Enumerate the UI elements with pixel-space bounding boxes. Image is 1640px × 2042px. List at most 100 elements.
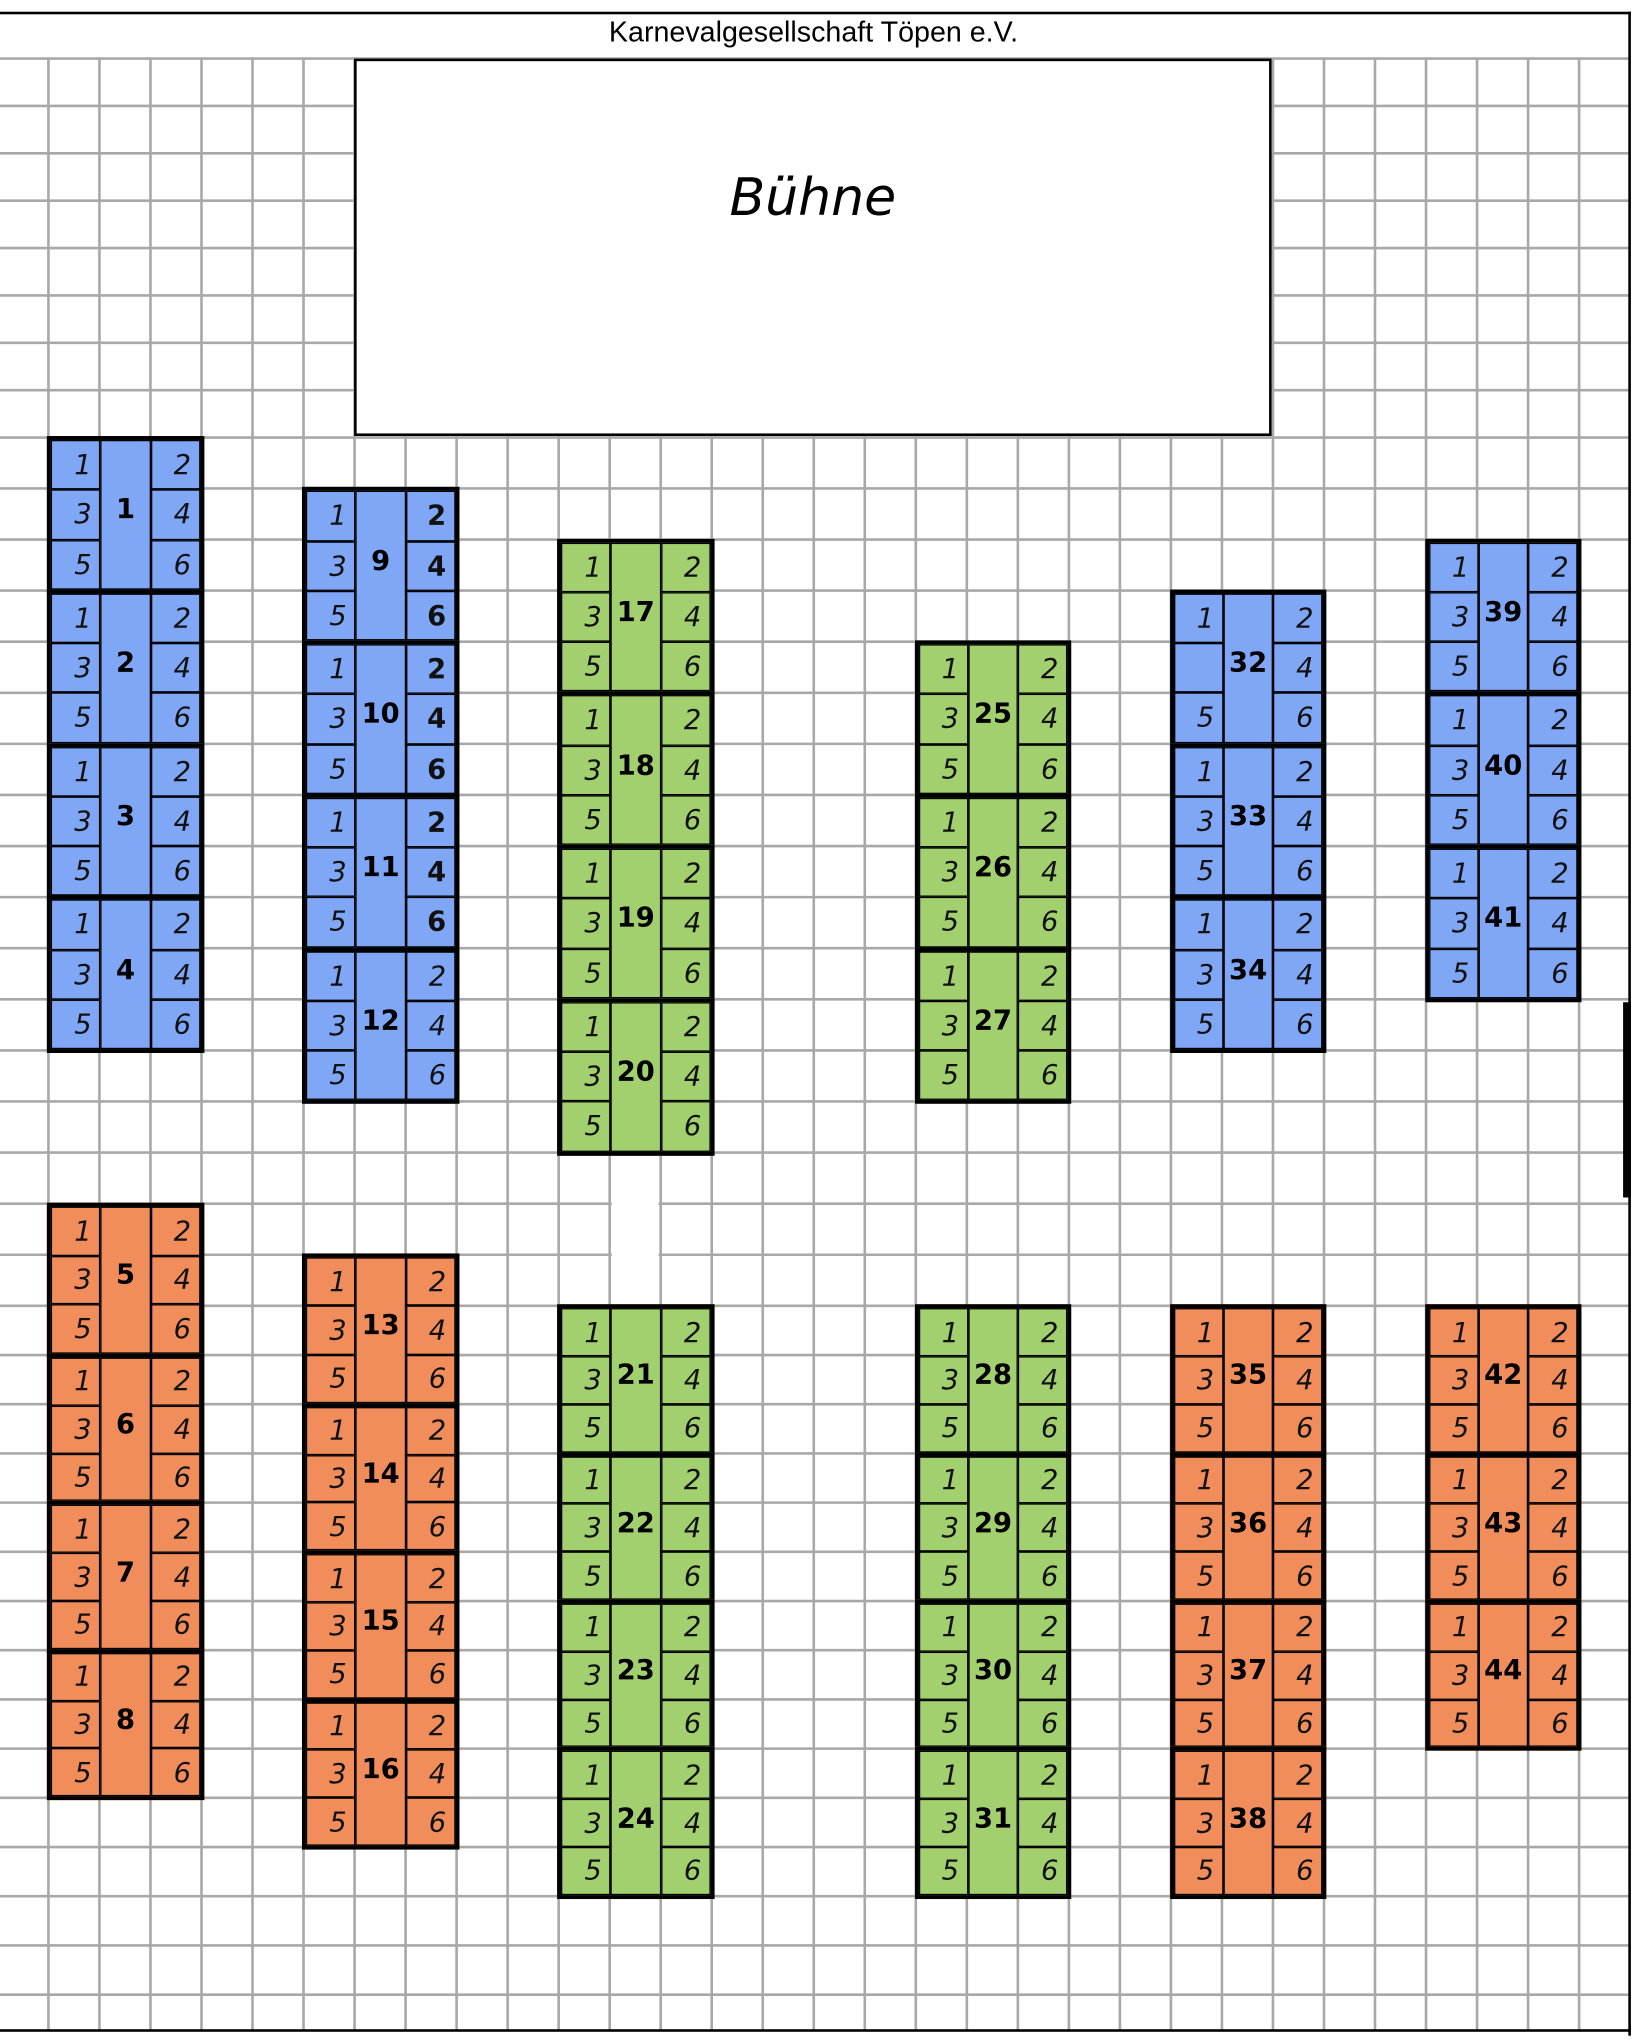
seat[interactable]: 2 bbox=[660, 542, 711, 592]
seat[interactable]: 2 bbox=[150, 746, 201, 797]
seat[interactable]: 3 bbox=[1428, 591, 1479, 642]
seat[interactable]: 4 bbox=[405, 1454, 456, 1503]
seat[interactable]: 2 bbox=[405, 1554, 456, 1603]
seat[interactable]: 6 bbox=[1017, 1847, 1068, 1895]
seat[interactable]: 4 bbox=[150, 949, 201, 1000]
seat[interactable]: 2 bbox=[1017, 1751, 1068, 1800]
seat[interactable]: 4 bbox=[150, 642, 201, 693]
seat[interactable]: 3 bbox=[1428, 745, 1479, 795]
seat[interactable]: 2 bbox=[1272, 899, 1323, 950]
seat[interactable]: 3 bbox=[561, 1651, 611, 1700]
seat[interactable]: 6 bbox=[1272, 692, 1323, 743]
seat[interactable]: 2 bbox=[405, 491, 456, 541]
seat[interactable]: 1 bbox=[51, 440, 101, 490]
seat[interactable]: 2 bbox=[1272, 593, 1323, 643]
seat[interactable]: 3 bbox=[1428, 1503, 1479, 1552]
seat[interactable]: 1 bbox=[1173, 1308, 1224, 1357]
seat[interactable]: 1 bbox=[1173, 1456, 1224, 1504]
seat[interactable]: 5 bbox=[306, 743, 356, 794]
seat[interactable]: 2 bbox=[1528, 542, 1578, 592]
seat[interactable]: 2 bbox=[150, 1652, 201, 1701]
seat[interactable]: 3 bbox=[1173, 1503, 1224, 1552]
seat[interactable]: 5 bbox=[918, 1404, 969, 1453]
seat[interactable]: 1 bbox=[306, 644, 356, 695]
seat[interactable]: 4 bbox=[1528, 745, 1578, 795]
seat[interactable]: 1 bbox=[1173, 593, 1224, 643]
seat[interactable]: 6 bbox=[1528, 641, 1578, 692]
seat[interactable]: 5 bbox=[918, 1699, 969, 1748]
seat[interactable]: 4 bbox=[660, 898, 711, 949]
seat[interactable]: 5 bbox=[918, 1551, 969, 1600]
seat[interactable]: 6 bbox=[1528, 794, 1578, 845]
seat[interactable]: 6 bbox=[660, 1551, 711, 1600]
seat[interactable]: 4 bbox=[405, 540, 456, 591]
seat[interactable]: 3 bbox=[1173, 1799, 1224, 1848]
seat[interactable]: 3 bbox=[51, 1405, 101, 1454]
seat[interactable]: 5 bbox=[306, 1050, 356, 1101]
seat[interactable]: 1 bbox=[1428, 1456, 1479, 1504]
seat[interactable]: 2 bbox=[150, 1206, 201, 1256]
seat[interactable]: 1 bbox=[918, 1603, 969, 1652]
seat[interactable]: 4 bbox=[660, 1503, 711, 1552]
seat[interactable]: 6 bbox=[1528, 1404, 1578, 1453]
seat[interactable]: 1 bbox=[51, 746, 101, 797]
seat[interactable]: 6 bbox=[405, 1502, 456, 1551]
seat[interactable]: 3 bbox=[918, 1000, 969, 1051]
seat[interactable]: 6 bbox=[1017, 743, 1068, 794]
seat[interactable]: 3 bbox=[561, 898, 611, 949]
seat[interactable]: 2 bbox=[660, 848, 711, 899]
seat[interactable]: 5 bbox=[918, 897, 969, 947]
seat[interactable]: 6 bbox=[660, 1101, 711, 1152]
seat[interactable]: 1 bbox=[1428, 1308, 1479, 1357]
seat[interactable]: 5 bbox=[561, 1404, 611, 1453]
seat[interactable]: 2 bbox=[660, 1456, 711, 1504]
seat[interactable]: 2 bbox=[1017, 1308, 1068, 1357]
seat[interactable]: 5 bbox=[51, 1304, 101, 1354]
seat[interactable]: 2 bbox=[405, 950, 456, 1001]
seat[interactable]: 5 bbox=[306, 897, 356, 947]
seat[interactable]: 3 bbox=[918, 1503, 969, 1552]
seat[interactable]: 6 bbox=[405, 743, 456, 794]
seat[interactable]: 2 bbox=[660, 1308, 711, 1357]
seat[interactable]: 4 bbox=[150, 1700, 201, 1749]
seat[interactable]: 5 bbox=[1428, 794, 1479, 845]
seat[interactable]: 1 bbox=[51, 1505, 101, 1554]
seat[interactable]: 4 bbox=[150, 1553, 201, 1602]
seat[interactable]: 2 bbox=[660, 1001, 711, 1052]
seat[interactable]: 2 bbox=[1272, 1308, 1323, 1357]
seat[interactable]: 1 bbox=[1428, 695, 1479, 746]
seat[interactable]: 3 bbox=[51, 1255, 101, 1305]
seat[interactable]: 3 bbox=[306, 694, 356, 744]
seat[interactable]: 3 bbox=[306, 1749, 356, 1798]
seat[interactable]: 3 bbox=[51, 796, 101, 847]
seat[interactable]: 2 bbox=[150, 1505, 201, 1554]
seat[interactable]: 2 bbox=[405, 1406, 456, 1455]
seat[interactable]: 6 bbox=[150, 846, 201, 896]
seat[interactable]: 4 bbox=[405, 1602, 456, 1651]
seat[interactable]: 2 bbox=[1272, 746, 1323, 797]
seat[interactable]: 6 bbox=[150, 1453, 201, 1502]
seat[interactable] bbox=[1173, 642, 1224, 693]
seat[interactable]: 2 bbox=[405, 1702, 456, 1750]
seat[interactable]: 6 bbox=[660, 1699, 711, 1748]
seat[interactable]: 5 bbox=[51, 999, 101, 1050]
seat[interactable]: 6 bbox=[1272, 1551, 1323, 1600]
seat[interactable]: 6 bbox=[150, 1601, 201, 1649]
seat[interactable]: 4 bbox=[1017, 847, 1068, 898]
seat[interactable]: 5 bbox=[918, 1050, 969, 1101]
seat[interactable]: 5 bbox=[1428, 641, 1479, 692]
seat[interactable]: 6 bbox=[1272, 1699, 1323, 1748]
seat[interactable]: 2 bbox=[1017, 1603, 1068, 1652]
seat[interactable]: 4 bbox=[1272, 1356, 1323, 1405]
seat[interactable]: 2 bbox=[1017, 950, 1068, 1001]
